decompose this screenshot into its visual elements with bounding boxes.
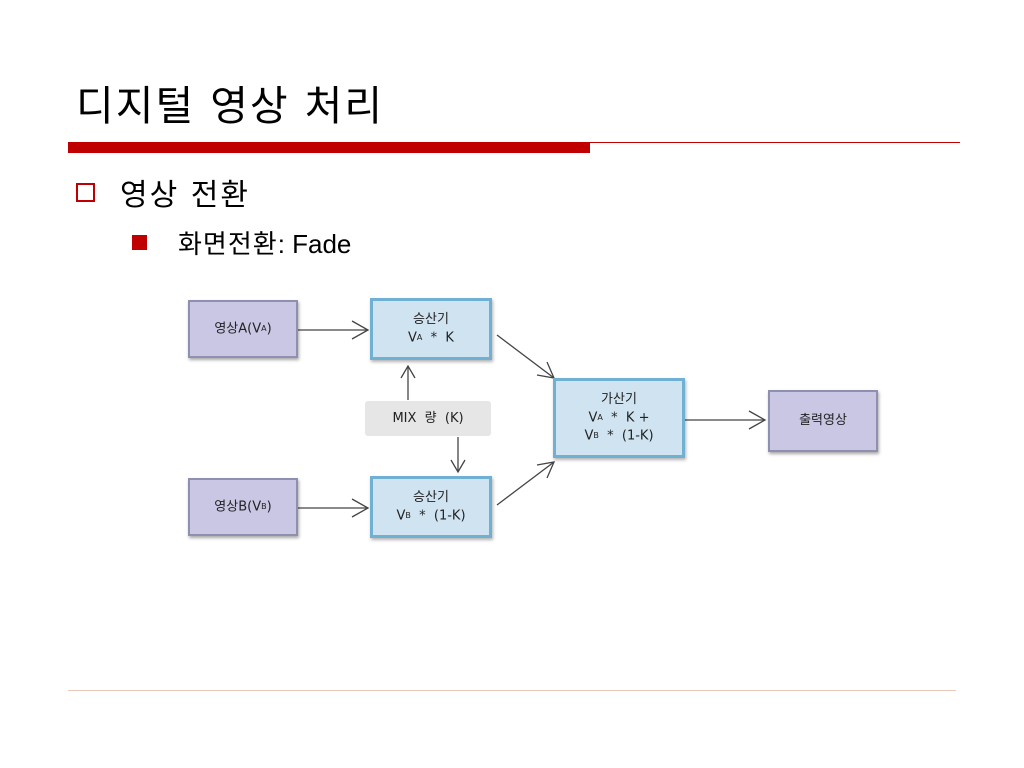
- arrowhead-adder-to-output: [748, 410, 767, 430]
- arrow-mult-a-to-adder: [496, 334, 555, 379]
- arrowhead-a-to-mult-a: [351, 320, 370, 340]
- adder-title: 가산기: [601, 391, 637, 407]
- bullet-level1-text: 영상 전환: [120, 178, 250, 213]
- mix-amount-label: MIX 량 (K): [392, 410, 464, 426]
- multiplier-a-title: 승산기: [413, 311, 449, 327]
- arrowhead-mix-to-mult-a: [400, 364, 416, 379]
- multiplier-b-node: 승산기 VB * (1-K): [370, 476, 492, 538]
- bullet-level1: 영상 전환: [76, 172, 250, 213]
- arrowhead-b-to-mult-b: [351, 498, 370, 518]
- multiplier-a-formula: VA * K: [408, 330, 454, 346]
- arrow-mult-b-to-adder: [496, 461, 555, 506]
- multiplier-a-node: 승산기 VA * K: [370, 298, 492, 360]
- output-label: 출력영상: [799, 413, 847, 428]
- bullet-level2-latin: : Fade: [277, 228, 352, 259]
- filled-square-bullet-icon: [132, 234, 147, 250]
- arrowhead-mult-b-to-adder: [536, 461, 556, 479]
- bullet-level2: 화면전환: Fade: [132, 224, 351, 260]
- video-a-node: 영상A(VA): [188, 300, 298, 358]
- title-underline-thin: [590, 142, 960, 143]
- slide-title: 디지털 영상 처리: [76, 82, 385, 130]
- adder-formula-line2: VB * (1-K): [584, 428, 654, 444]
- video-b-label: 영상B(VB): [214, 499, 272, 515]
- hollow-square-bullet-icon: [76, 182, 95, 202]
- output-node: 출력영상: [768, 390, 878, 452]
- mix-amount-node: MIX 량 (K): [365, 401, 491, 436]
- adder-formula-line1: VA * K +: [588, 410, 650, 425]
- bullet-level2-text: 화면전환: Fade: [178, 224, 351, 261]
- multiplier-b-formula: VB * (1-K): [396, 508, 466, 524]
- footer-divider: [68, 690, 956, 691]
- video-b-node: 영상B(VB): [188, 478, 298, 536]
- multiplier-b-title: 승산기: [413, 489, 449, 505]
- bullet-level2-korean: 화면전환: [178, 229, 278, 260]
- adder-node: 가산기 VA * K + VB * (1-K): [553, 378, 685, 458]
- title-underline-thick: [68, 142, 590, 153]
- arrowhead-mix-to-mult-b: [450, 459, 466, 474]
- video-a-label: 영상A(VA): [214, 321, 272, 337]
